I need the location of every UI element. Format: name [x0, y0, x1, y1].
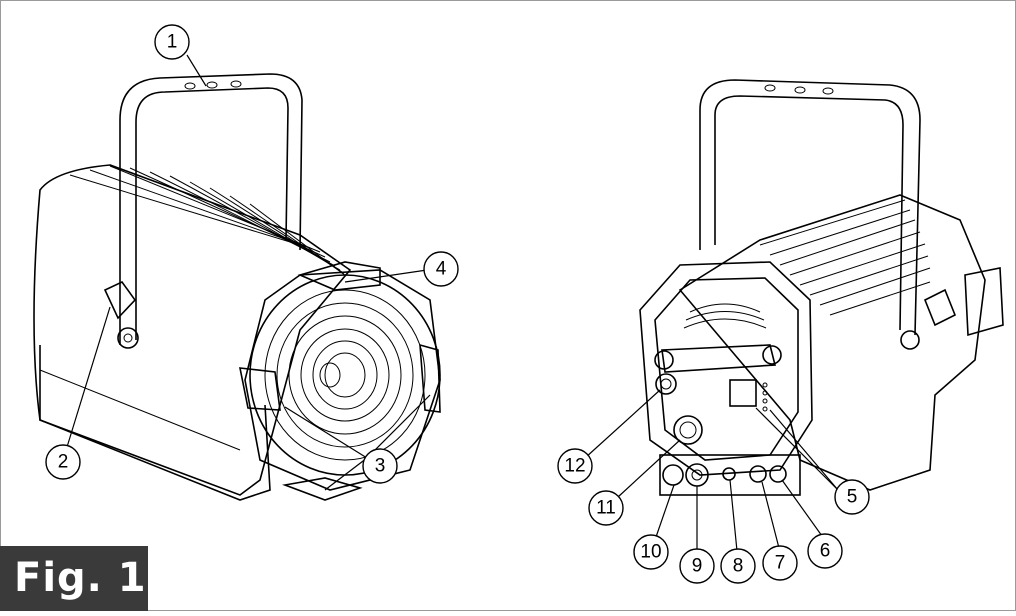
svg-text:5: 5: [847, 487, 858, 508]
body-left: [33, 164, 352, 496]
svg-text:1: 1: [167, 32, 178, 53]
knob-12: [655, 373, 677, 395]
callout-3: 3: [362, 448, 398, 484]
callout-5: 5: [834, 479, 870, 515]
callout-12: 12: [557, 448, 593, 484]
leader-lines: [66, 54, 839, 552]
svg-text:11: 11: [596, 498, 616, 519]
knob-11: [673, 415, 703, 445]
svg-text:4: 4: [436, 259, 447, 280]
callout-7: 7: [762, 545, 798, 581]
fixture-front-view: [33, 73, 441, 501]
callout-9: 9: [679, 548, 715, 584]
svg-text:12: 12: [564, 456, 585, 477]
yoke-right: [699, 79, 921, 336]
svg-text:9: 9: [692, 556, 703, 577]
callout-2: 2: [45, 444, 81, 480]
connector-panel: [659, 454, 801, 496]
yoke-left: [119, 73, 303, 345]
callout-1: 1: [154, 24, 190, 60]
callout-8: 8: [720, 548, 756, 584]
svg-text:7: 7: [775, 553, 786, 574]
callout-11: 11: [588, 490, 624, 526]
status-leds: [762, 382, 768, 412]
svg-text:10: 10: [640, 542, 661, 563]
svg-text:6: 6: [820, 541, 831, 562]
callout-4: 4: [423, 251, 459, 287]
callout-6: 6: [807, 533, 843, 569]
fixture-rear-view: [639, 79, 1004, 496]
svg-text:8: 8: [733, 556, 744, 577]
callout-10: 10: [633, 534, 669, 570]
display-screen: [729, 379, 757, 407]
svg-text:3: 3: [375, 456, 386, 477]
svg-text:2: 2: [58, 452, 69, 473]
body-right: [678, 194, 986, 491]
figure-label: Fig. 1: [0, 546, 148, 611]
